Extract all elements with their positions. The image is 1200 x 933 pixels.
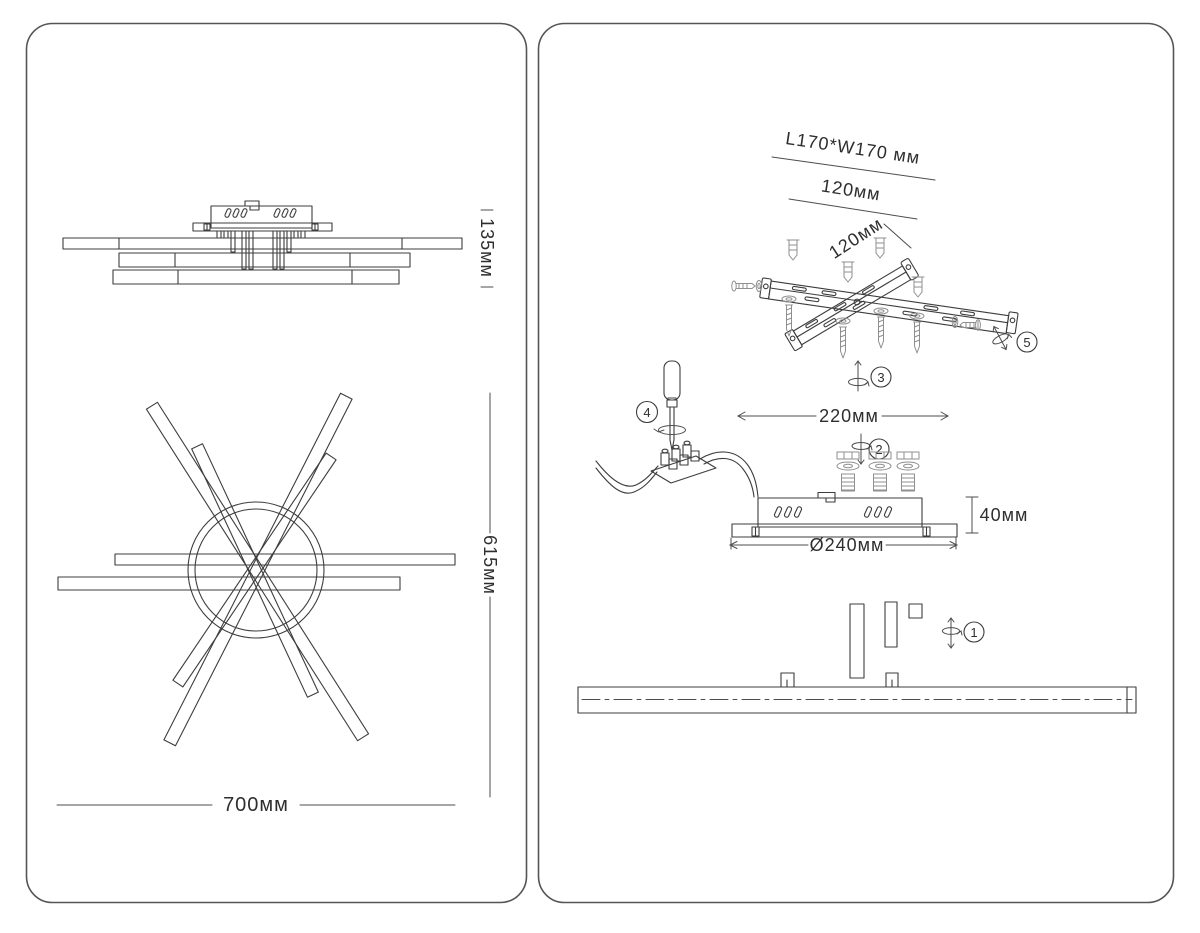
canopy-span-label: 220мм xyxy=(819,406,879,426)
vent-slots-right xyxy=(273,208,297,218)
driver-box xyxy=(210,205,313,229)
bracket-center-hole xyxy=(853,298,861,306)
dimension-700: 700мм xyxy=(56,794,456,816)
left-panel-frame xyxy=(25,22,528,904)
connector-bar-long xyxy=(849,603,865,679)
canopy-height-label: 40мм xyxy=(980,505,1029,525)
fastener-stacks xyxy=(836,451,920,492)
washer-icon xyxy=(781,295,797,303)
plate-clips xyxy=(203,223,319,231)
dimension-40: 40мм xyxy=(965,496,1029,534)
bar-horizontal-1 xyxy=(114,553,456,566)
wall-anchors xyxy=(786,237,925,298)
step-number: 5 xyxy=(1023,335,1030,350)
bracket-arm-short xyxy=(784,258,919,352)
led-bar-profile xyxy=(577,672,1137,714)
mounting-bracket xyxy=(759,258,1019,352)
connector-plate xyxy=(908,603,923,619)
side-view-drawing: 135мм xyxy=(62,200,497,288)
vent-slots-right xyxy=(863,506,893,518)
bar-diagonal-2 xyxy=(191,443,319,698)
loose-parts xyxy=(849,601,923,679)
canopy-plate-side xyxy=(192,222,333,232)
connector-bar-short xyxy=(884,601,898,648)
bar-tier-1 xyxy=(62,237,463,250)
vent-slots-left xyxy=(224,208,248,218)
nut-washer-spring-stack xyxy=(836,451,860,492)
nut-washer-spring-stack xyxy=(896,451,920,492)
bar-diagonal-4 xyxy=(172,452,337,688)
side-height-label: 135мм xyxy=(477,218,497,278)
canopy-diameter-label: Ø240мм xyxy=(810,535,885,555)
screw-icon xyxy=(785,304,793,337)
center-ring-outer xyxy=(187,501,325,639)
turn-screw-icon xyxy=(992,325,1013,351)
center-ring-inner xyxy=(194,508,318,632)
top-view-drawing: 615мм 700мм xyxy=(56,392,500,816)
bracket-side-bolt-left xyxy=(731,280,763,292)
bracket-washers xyxy=(781,295,925,325)
rotate-arrow-icon xyxy=(653,425,686,435)
anchor-icon xyxy=(841,261,855,283)
washer-icon xyxy=(835,317,851,325)
washer-icon xyxy=(909,312,925,320)
terminal-block xyxy=(650,440,717,484)
top-height-label: 615мм xyxy=(480,535,500,595)
step-badge-circle xyxy=(870,366,892,388)
canopy-plate xyxy=(731,523,958,538)
bar-diagonal-3 xyxy=(163,392,353,747)
bracket-side-bolt-right xyxy=(951,316,981,331)
step-number: 1 xyxy=(970,625,977,640)
bar-tier-2 xyxy=(118,252,411,268)
bar-tier-3 xyxy=(112,269,400,285)
driver-notch xyxy=(817,491,836,503)
bar-diagonal-1 xyxy=(145,401,370,742)
screw-icon xyxy=(839,326,847,359)
wire-left xyxy=(595,460,659,494)
dimension-135: 135мм xyxy=(477,209,497,288)
bracket-dimensions: L170*W170 мм 120мм 120мм xyxy=(771,128,936,263)
step-1: 1 xyxy=(942,617,985,649)
step-badge-circle xyxy=(1016,331,1038,353)
step-number: 4 xyxy=(643,405,650,420)
step-number: 3 xyxy=(877,370,884,385)
turn-screw-icon xyxy=(942,617,963,649)
span-120-label: 120мм xyxy=(820,175,882,204)
step-5: 5 xyxy=(992,325,1038,353)
dimension-615: 615мм xyxy=(480,392,500,798)
bracket-arm-long xyxy=(759,277,1019,335)
top-width-label: 700мм xyxy=(223,794,289,816)
bar-horizontal-2 xyxy=(57,576,401,591)
canopy-assembly: 40мм Ø240мм xyxy=(728,491,1029,555)
dimension-240: Ø240мм xyxy=(728,535,959,555)
vent-slots-left xyxy=(773,506,803,518)
support-posts xyxy=(216,230,306,270)
anchor-icon xyxy=(911,276,925,298)
step-2: 2 xyxy=(851,433,890,465)
step-number: 2 xyxy=(875,442,882,457)
nut-washer-spring-stack xyxy=(868,451,892,492)
screw-icon xyxy=(913,321,921,354)
screw-icon xyxy=(877,316,885,349)
step-badge-circle xyxy=(635,400,659,424)
screwdriver-icon xyxy=(663,360,681,451)
driver-box xyxy=(757,497,923,528)
driver-notch xyxy=(244,200,260,211)
wire-right xyxy=(699,451,759,498)
right-panel-frame xyxy=(537,22,1175,904)
wiring-step: 4 xyxy=(595,360,759,498)
bracket-screws xyxy=(785,304,921,359)
turn-screw-icon xyxy=(848,360,870,392)
dimension-220: 220мм xyxy=(736,406,950,426)
anchor-icon xyxy=(873,237,887,259)
anchor-icon xyxy=(786,239,800,261)
washer-icon xyxy=(873,307,889,315)
step-3: 3 xyxy=(848,360,892,392)
plate-clips xyxy=(751,526,931,537)
step-badge-circle xyxy=(963,621,985,643)
